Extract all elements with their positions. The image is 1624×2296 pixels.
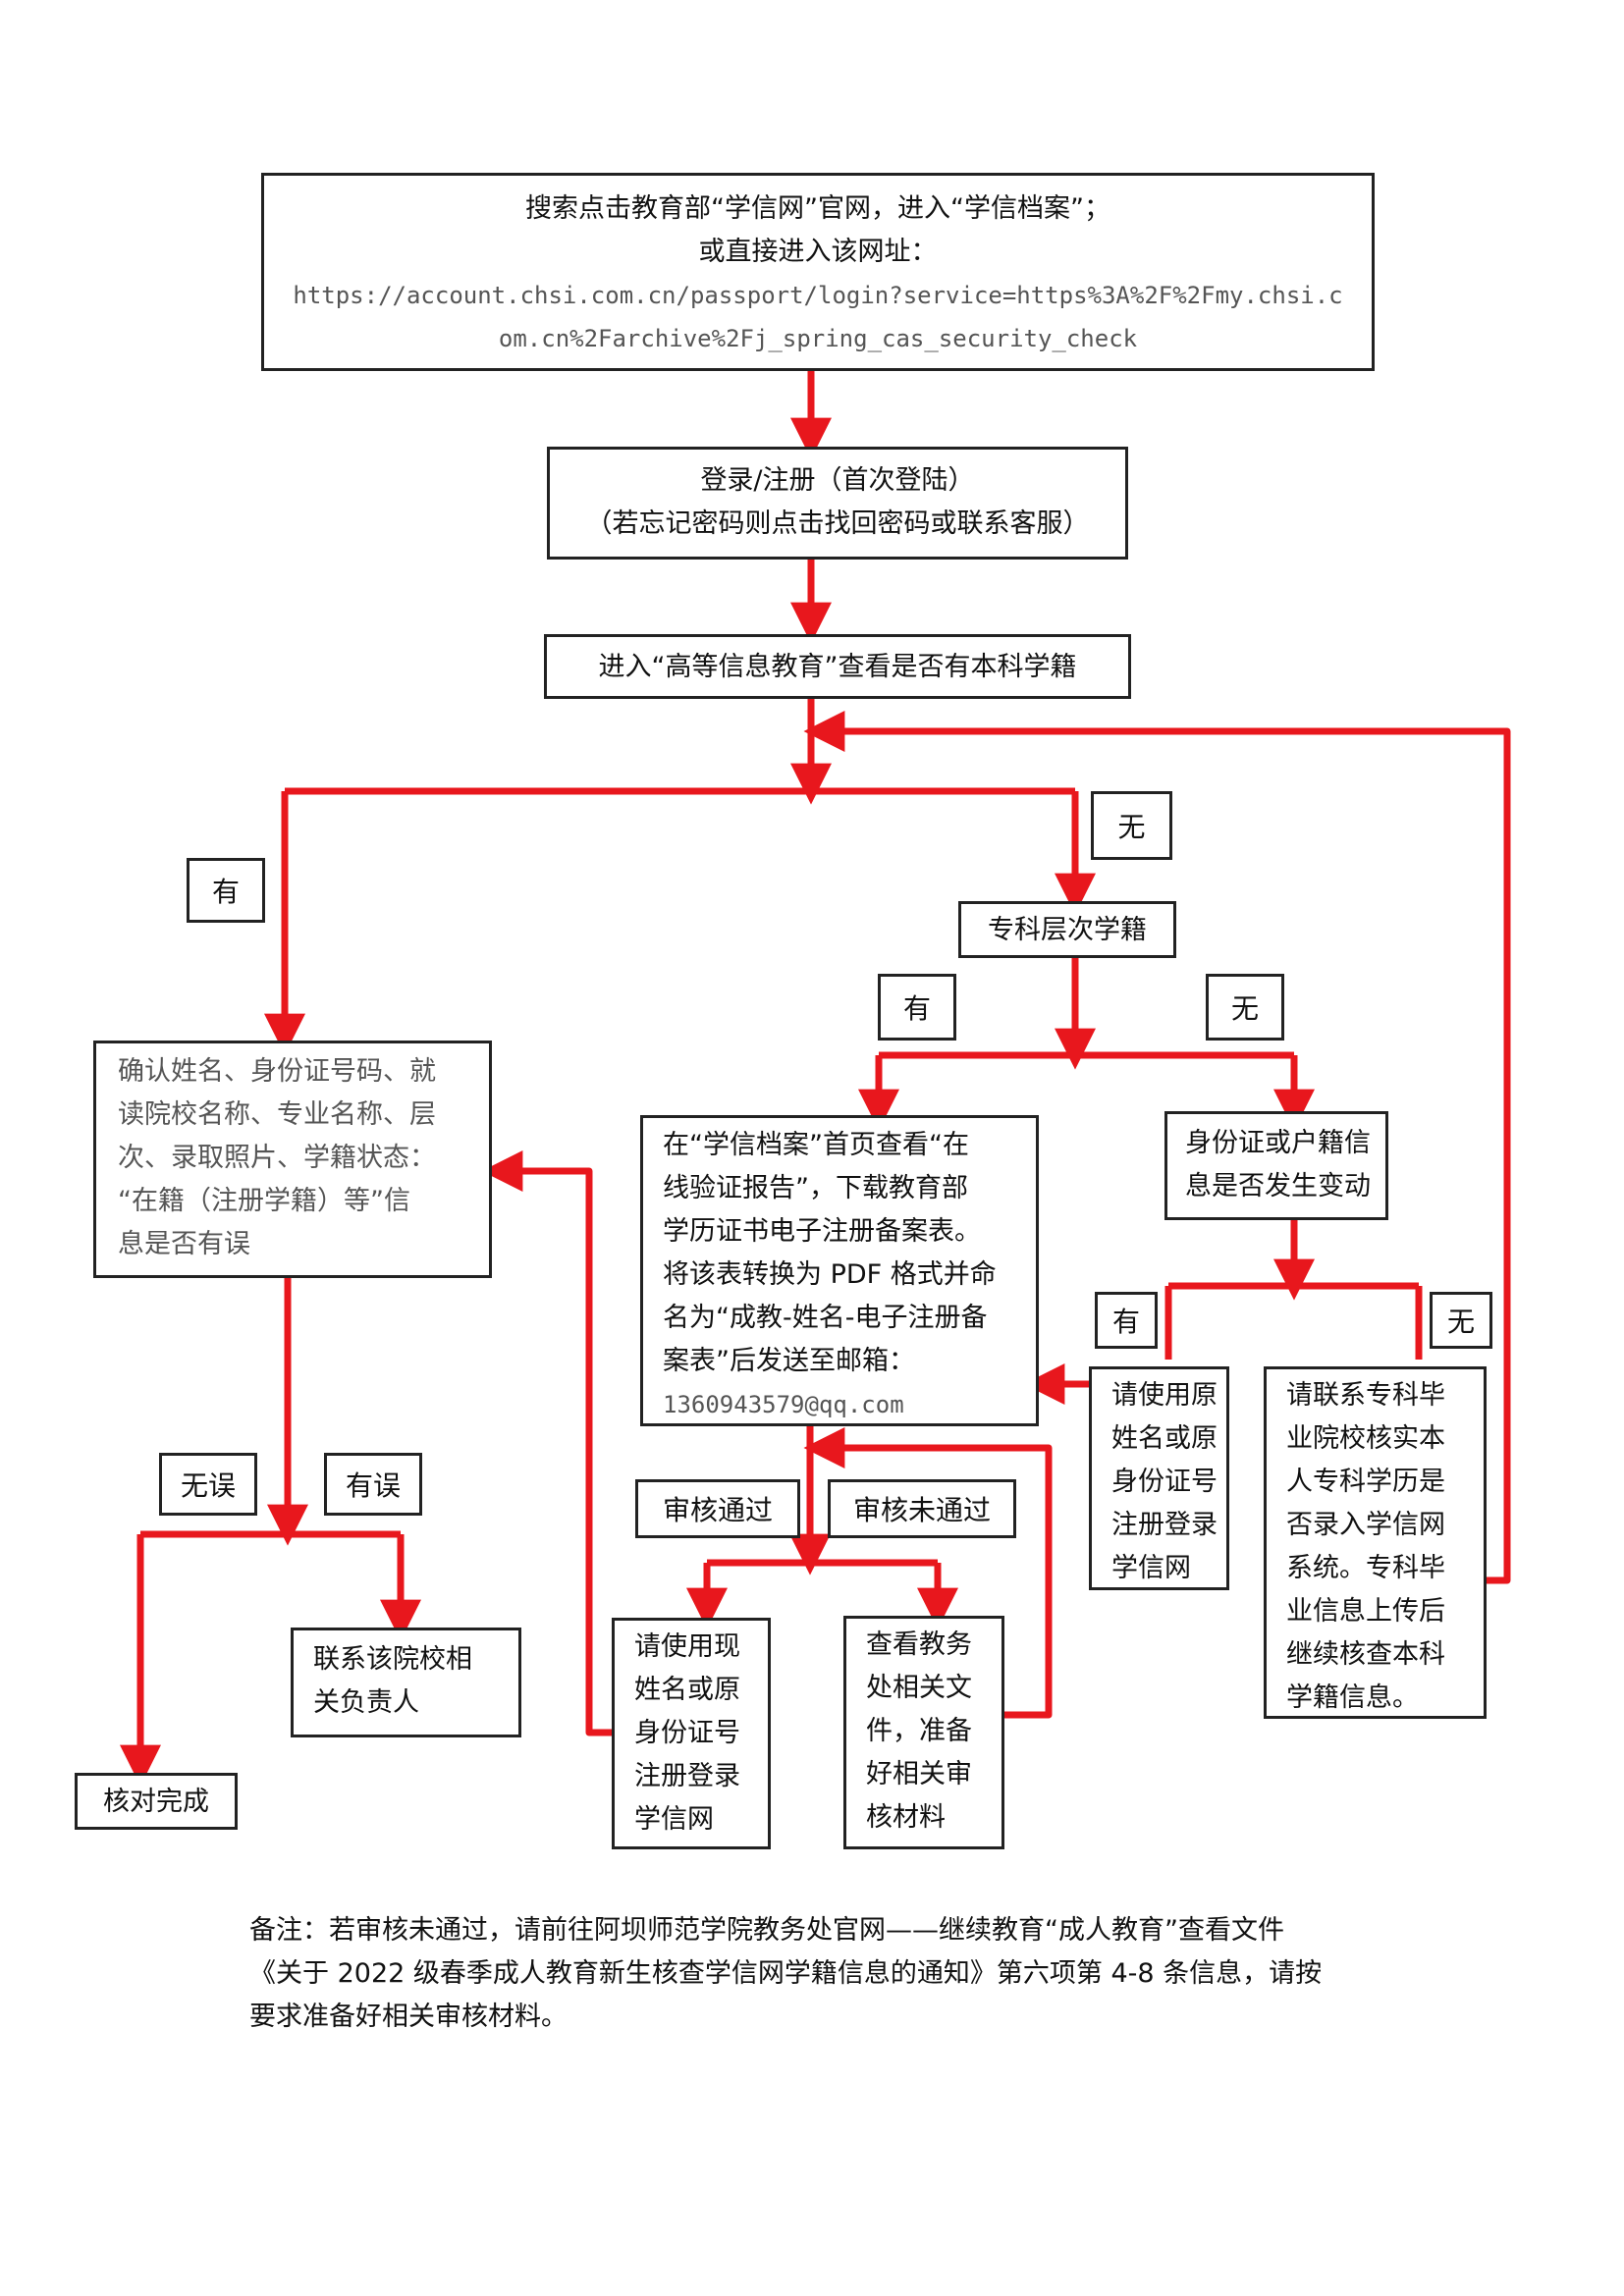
check-docs-line4: 好相关审: [866, 1759, 972, 1789]
contact-zhuanke-line2: 业院校核实本: [1286, 1423, 1445, 1454]
xuexin-line5: 名为“成教-姓名-电子注册备: [663, 1303, 988, 1333]
label-wu-top: 无: [1091, 791, 1172, 860]
contact-zhuanke-line6: 业信息上传后: [1286, 1596, 1445, 1627]
login-box: 登录/注册（首次登陆） （若忘记密码则点击找回密码或联系客服）: [547, 447, 1128, 560]
footnote-line1: 备注：若审核未通过，请前往阿坝师范学院教务处官网——继续教育“成人教育”查看文件: [249, 1915, 1284, 1946]
confirm-line2: 读院校名称、专业名称、层: [118, 1099, 436, 1130]
arrow-checkdocs-loop: [803, 1427, 1053, 1719]
contact-zhuanke-line4: 否录入学信网: [1286, 1510, 1445, 1540]
use-now-box: 请使用现 姓名或原 身份证号 注册登录 学信网: [612, 1618, 771, 1849]
arrow-loop-back: [803, 711, 1511, 1584]
contact-zhuanke-line7: 继续核查本科: [1286, 1639, 1445, 1670]
use-now-line4: 注册登录: [634, 1761, 740, 1791]
label-wu-mid: 无: [1206, 974, 1284, 1041]
label-fail: 审核未通过: [828, 1479, 1016, 1538]
login-line1: 登录/注册（首次登陆）: [700, 465, 975, 496]
xuexin-line2: 线验证报告”，下载教育部: [663, 1173, 968, 1203]
enter-box: 进入“高等信息教育”查看是否有本科学籍: [544, 634, 1131, 699]
start-url-line1[interactable]: https://account.chsi.com.cn/passport/log…: [293, 282, 1343, 309]
enter-text: 进入“高等信息教育”查看是否有本科学籍: [598, 652, 1077, 682]
contact-zhuanke-line5: 系统。专科毕: [1286, 1553, 1445, 1583]
contact-school-line2: 关负责人: [313, 1687, 419, 1718]
contact-school-line1: 联系该院校相: [313, 1644, 472, 1675]
idchange-box: 身份证或户籍信 息是否发生变动: [1164, 1111, 1388, 1220]
xuexin-email: 1360943579@qq.com: [663, 1391, 904, 1418]
xuexin-line3: 学历证书电子注册备案表。: [663, 1216, 981, 1247]
use-old-line2: 姓名或原: [1111, 1423, 1218, 1454]
label-youwu: 有误: [324, 1453, 422, 1516]
start-box: 搜索点击教育部“学信网”官网，进入“学信档案”； 或直接进入该网址： https…: [261, 173, 1375, 371]
done-text: 核对完成: [103, 1787, 209, 1817]
xuexin-line1: 在“学信档案”首页查看“在: [663, 1130, 969, 1160]
label-you-mid: 有: [878, 974, 956, 1041]
footnote: 备注：若审核未通过，请前往阿坝师范学院教务处官网——继续教育“成人教育”查看文件…: [249, 1909, 1408, 2039]
check-docs-line1: 查看教务: [866, 1629, 972, 1660]
contact-school-box: 联系该院校相 关负责人: [291, 1628, 521, 1737]
arrow-usenow-to-confirm: [481, 1150, 614, 1736]
use-old-box: 请使用原 姓名或原 身份证号 注册登录 学信网: [1089, 1366, 1229, 1590]
label-you-left: 有: [187, 858, 265, 923]
label-wuwu: 无误: [159, 1453, 257, 1516]
done-box: 核对完成: [75, 1773, 238, 1830]
confirm-line1: 确认姓名、身份证号码、就: [118, 1056, 436, 1087]
use-old-line1: 请使用原: [1111, 1380, 1218, 1411]
check-docs-line3: 件，准备: [866, 1716, 972, 1746]
xuexin-line6: 案表”后发送至邮箱：: [663, 1346, 915, 1376]
use-old-line4: 注册登录: [1111, 1510, 1218, 1540]
contact-zhuanke-box: 请联系专科毕 业院校核实本 人专科学历是 否录入学信网 系统。专科毕 业信息上传…: [1264, 1366, 1487, 1719]
confirm-box: 确认姓名、身份证号码、就 读院校名称、专业名称、层 次、录取照片、学籍状态： “…: [93, 1041, 492, 1278]
footnote-line3: 要求准备好相关审核材料。: [249, 2002, 568, 2032]
use-old-line3: 身份证号: [1111, 1467, 1218, 1497]
label-pass: 审核通过: [635, 1479, 800, 1538]
use-now-line3: 身份证号: [634, 1718, 740, 1748]
confirm-line3: 次、录取照片、学籍状态：: [118, 1143, 436, 1173]
label-you-right: 有: [1095, 1292, 1158, 1349]
start-line1: 搜索点击教育部“学信网”官网，进入“学信档案”；: [525, 193, 1110, 224]
use-old-line5: 学信网: [1111, 1553, 1191, 1583]
xuexin-box: 在“学信档案”首页查看“在 线验证报告”，下载教育部 学历证书电子注册备案表。 …: [640, 1115, 1039, 1426]
check-docs-line2: 处相关文: [866, 1673, 972, 1703]
contact-zhuanke-line1: 请联系专科毕: [1286, 1380, 1445, 1411]
check-docs-line5: 核材料: [866, 1802, 946, 1833]
confirm-line5: 息是否有误: [118, 1229, 250, 1259]
start-line2: 或直接进入该网址：: [698, 237, 938, 267]
zhuanke-box: 专科层次学籍: [958, 901, 1176, 958]
use-now-line1: 请使用现: [634, 1631, 740, 1662]
confirm-line4: “在籍（注册学籍）等”信: [118, 1186, 410, 1216]
contact-zhuanke-line3: 人专科学历是: [1286, 1467, 1445, 1497]
idchange-line1: 身份证或户籍信: [1185, 1128, 1371, 1158]
use-now-line2: 姓名或原: [634, 1675, 740, 1705]
zhuanke-text: 专科层次学籍: [988, 915, 1147, 945]
footnote-line2: 《关于 2022 级春季成人教育新生核查学信网学籍信息的通知》第六项第 4-8 …: [249, 1958, 1323, 1989]
check-docs-box: 查看教务 处相关文 件，准备 好相关审 核材料: [843, 1616, 1004, 1849]
contact-zhuanke-line8: 学籍信息。: [1286, 1682, 1419, 1713]
login-line2: （若忘记密码则点击找回密码或联系客服）: [585, 508, 1090, 539]
xuexin-line4: 将该表转换为 PDF 格式并命: [663, 1259, 997, 1290]
start-url-line2[interactable]: om.cn%2Farchive%2Fj_spring_cas_security_…: [498, 325, 1138, 352]
branch-idchange-line: [1164, 1282, 1423, 1360]
label-wu-right: 无: [1430, 1292, 1492, 1349]
use-now-line5: 学信网: [634, 1804, 714, 1835]
idchange-line2: 息是否发生变动: [1185, 1171, 1371, 1201]
